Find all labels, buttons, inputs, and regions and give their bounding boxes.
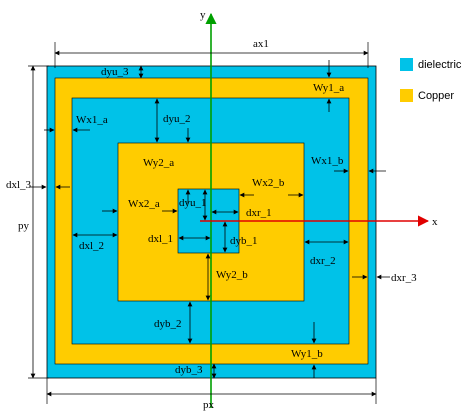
legend: dielectric Copper — [400, 58, 462, 102]
dxr1-label: dxr_1 — [246, 207, 272, 219]
wy2b-label: Wy2_b — [216, 269, 248, 281]
wy2a-label: Wy2_a — [143, 157, 174, 169]
dyb1-label: dyb_1 — [230, 235, 258, 247]
legend-swatch-dielectric — [400, 58, 413, 71]
dxl3-label: dxl_3 — [6, 179, 32, 191]
y-axis-label: y — [200, 9, 206, 21]
legend-swatch-copper — [400, 89, 413, 102]
x-axis-label: x — [432, 216, 438, 228]
dyu2-label: dyu_2 — [163, 113, 191, 125]
dyu3-label: dyu_3 — [101, 66, 129, 78]
dyb3-label: dyb_3 — [175, 364, 203, 376]
wx2b-label: Wx2_b — [252, 177, 285, 189]
legend-label-copper: Copper — [418, 90, 454, 102]
dyb2-label: dyb_2 — [154, 318, 182, 330]
wy1b-label: Wy1_b — [291, 348, 323, 360]
dxr3-label: dxr_3 — [391, 272, 417, 284]
legend-label-dielectric: dielectric — [418, 59, 462, 71]
wx1a-label: Wx1_a — [76, 114, 108, 126]
dxr2-label: dxr_2 — [310, 255, 336, 267]
ax1-label: ax1 — [253, 38, 269, 50]
wy1a-label: Wy1_a — [313, 82, 344, 94]
px-label: px — [203, 399, 215, 411]
wx2a-label: Wx2_a — [128, 198, 160, 210]
py-label: py — [18, 220, 30, 232]
wx1b-label: Wx1_b — [311, 155, 344, 167]
dyu1-label: dyu_1 — [179, 197, 207, 209]
dxl2-label: dxl_2 — [79, 240, 104, 252]
dxl1-label: dxl_1 — [148, 233, 173, 245]
